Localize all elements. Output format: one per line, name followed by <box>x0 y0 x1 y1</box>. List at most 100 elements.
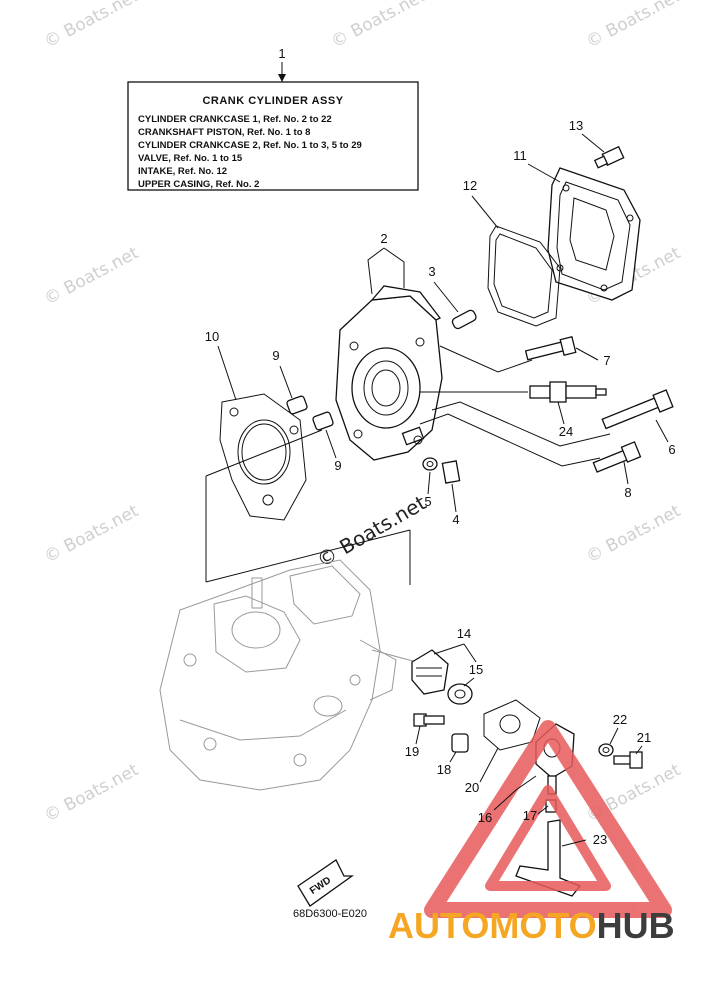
leader-line <box>217 345 237 401</box>
bolt-8 <box>592 441 642 473</box>
info-box-frame <box>127 81 419 191</box>
callout-9-lower: 9 <box>334 458 341 473</box>
bolt-7 <box>524 335 577 361</box>
thermostat <box>411 649 449 695</box>
crankcase <box>159 559 425 791</box>
leader-line <box>471 195 499 229</box>
head-cover-gasket <box>487 225 561 327</box>
collar-18 <box>451 733 469 753</box>
bolt-6 <box>601 389 674 430</box>
watermark: © Boats.net <box>41 0 142 52</box>
thermostat-seal <box>447 683 473 705</box>
watermark: © Boats.net <box>583 0 684 52</box>
leader-line <box>415 725 421 745</box>
info-box: CRANK CYLINDER ASSY CYLINDER CRANKCASE 1… <box>127 62 419 191</box>
cylinder-block <box>335 285 443 461</box>
watermark: © Boats.net <box>328 0 429 52</box>
leader-line <box>479 747 499 783</box>
leader-line <box>655 419 669 443</box>
brand-part2: HUB <box>597 905 675 946</box>
callout-6: 6 <box>668 442 675 457</box>
cylinder-gasket <box>219 393 307 521</box>
info-box-line: INTAKE, Ref. No. 12 <box>138 166 227 177</box>
callout-9-upper: 9 <box>272 348 279 363</box>
fwd-arrow: FWD <box>297 859 355 907</box>
callout-10: 10 <box>205 329 219 344</box>
leader-line <box>367 247 405 295</box>
reference-line <box>205 529 411 583</box>
leader-arrow <box>278 74 286 82</box>
callout-22: 22 <box>613 712 627 727</box>
leader-line <box>493 775 537 811</box>
callout-24: 24 <box>559 424 573 439</box>
callout-16: 16 <box>478 810 492 825</box>
reference-line <box>205 429 323 477</box>
callout-1: 1 <box>278 46 285 61</box>
bolt-13 <box>593 145 625 169</box>
callouts: 1 2 3 4 5 6 7 8 9 9 10 11 12 13 14 15 16 <box>205 46 676 847</box>
watermark: © Boats.net <box>41 243 142 310</box>
leader-line <box>557 401 565 425</box>
callout-3: 3 <box>428 264 435 279</box>
watermark-center: © Boats.net <box>313 490 431 572</box>
brand-triangle-logo <box>424 720 672 918</box>
bolt-19 <box>413 713 445 727</box>
leader-line <box>609 727 619 745</box>
callout-2: 2 <box>380 231 387 246</box>
bolt-21 <box>613 751 643 769</box>
info-box-line: UPPER CASING, Ref. No. 2 <box>138 179 259 190</box>
leader-line <box>325 429 337 459</box>
callout-7: 7 <box>603 353 610 368</box>
washer-5 <box>422 457 438 471</box>
callout-17: 17 <box>523 808 537 823</box>
leader-line <box>561 839 587 847</box>
diagram-code: 68D6300-E020 <box>293 908 367 920</box>
spark-plug <box>529 381 607 403</box>
callout-12: 12 <box>463 178 477 193</box>
callout-19: 19 <box>405 744 419 759</box>
callout-8: 8 <box>624 485 631 500</box>
leader-line <box>463 677 475 687</box>
reference-line <box>419 413 601 467</box>
leader-line <box>635 745 643 755</box>
dowel-pin-9-lower <box>312 411 334 431</box>
reference-line <box>439 345 533 373</box>
cylinder-head-cover <box>547 167 641 301</box>
leader-line <box>433 643 477 663</box>
watermark: © Boats.net <box>41 501 142 568</box>
callout-4: 4 <box>452 512 459 527</box>
dowel-pin-3 <box>451 309 477 330</box>
info-box-title: CRANK CYLINDER ASSY <box>202 95 343 107</box>
callout-20: 20 <box>465 780 479 795</box>
bolt-4 <box>441 460 461 484</box>
callout-11: 11 <box>513 148 527 163</box>
washer-22 <box>598 743 614 757</box>
leader-line <box>279 365 293 399</box>
info-box-line: CYLINDER CRANKCASE 1, Ref. No. 2 to 22 <box>138 114 332 125</box>
callout-21: 21 <box>637 730 651 745</box>
leader-line <box>449 751 457 763</box>
info-box-line: CYLINDER CRANKCASE 2, Ref. No. 1 to 3, 5… <box>138 140 362 151</box>
callout-5: 5 <box>424 494 431 509</box>
info-box-line: CRANKSHAFT PISTON, Ref. No. 1 to 8 <box>138 127 310 138</box>
brand-part1: AUTOMOTO <box>388 905 597 946</box>
watermark: © Boats.net <box>583 501 684 568</box>
hose-23 <box>515 819 582 897</box>
leader-line <box>433 281 459 313</box>
reference-line <box>431 401 611 447</box>
watermark: © Boats.net <box>41 760 142 827</box>
dowel-pin-9-upper <box>286 395 308 415</box>
callout-13: 13 <box>569 118 583 133</box>
leader-line <box>451 483 457 513</box>
leader-line <box>427 471 431 495</box>
leader-line <box>575 347 599 361</box>
info-box-line: VALVE, Ref. No. 1 to 15 <box>138 153 243 164</box>
callout-23: 23 <box>593 832 607 847</box>
leader-line <box>581 133 605 153</box>
leader-line <box>537 805 549 815</box>
callout-14: 14 <box>457 626 471 641</box>
brand-wordmark: AUTOMOTOHUB <box>388 905 675 946</box>
callout-18: 18 <box>437 762 451 777</box>
leader-line <box>527 163 561 183</box>
